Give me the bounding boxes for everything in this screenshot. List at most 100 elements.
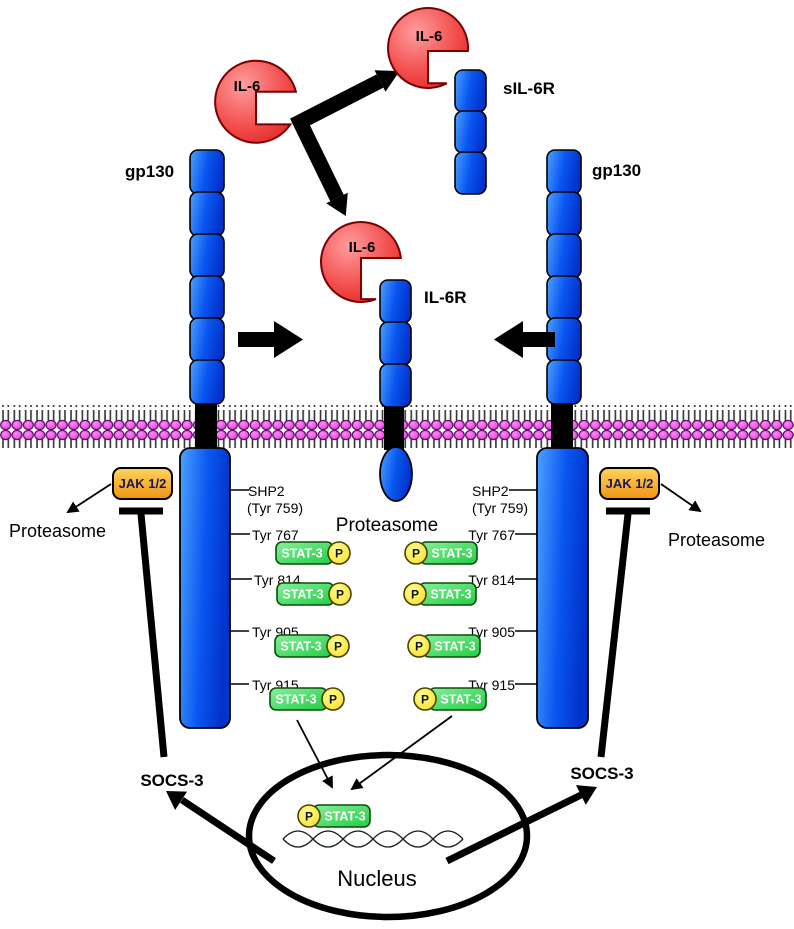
il6r-receptor: IL-6R	[379, 279, 467, 502]
site-label-shp2: SHP2	[248, 483, 285, 499]
phospho-label: P	[415, 640, 423, 654]
site-label-shp2-tyr759: (Tyr 759)	[247, 500, 303, 516]
stat3-translocation-arrow-right	[350, 715, 453, 791]
stat3-label: STAT-3	[431, 547, 472, 561]
jak-right-degradation-arrow	[660, 483, 702, 513]
gp130-right-label: gp130	[592, 161, 641, 180]
stat3-label: STAT-3	[280, 640, 321, 654]
phospho-label: P	[412, 547, 420, 561]
phospho-label: P	[411, 588, 419, 602]
arrowhead-to-sil6r	[374, 70, 400, 92]
receptor-segment	[454, 110, 487, 154]
phospho-circle	[407, 634, 431, 658]
receptor-segment	[546, 233, 582, 279]
phospho-circle	[413, 687, 437, 711]
phospho-circle	[326, 634, 350, 658]
il6-ligand-bound-sil6r: IL-6	[387, 7, 469, 89]
stat3-complex-right-915: STAT-3 P	[413, 687, 487, 711]
receptor-segment	[189, 149, 225, 195]
gp130-left-cytoplasmic-domain	[179, 447, 231, 729]
il6-label: IL-6	[416, 28, 443, 45]
socs3-export-arrow-right	[445, 785, 597, 865]
site-label-tyr905: Tyr 905	[468, 624, 515, 640]
il6-label: IL-6	[349, 239, 376, 256]
dna-helix	[282, 830, 464, 848]
gp130-left: gp130	[125, 149, 231, 729]
il6r-transmembrane	[384, 404, 404, 450]
receptor-segment	[189, 359, 225, 405]
phospho-circle	[404, 541, 428, 565]
receptor-segment	[546, 359, 582, 405]
stat3-label: STAT-3	[434, 640, 475, 654]
stat3-label: STAT-3	[282, 588, 323, 602]
stat3-label: STAT-3	[281, 547, 322, 561]
site-label-tyr767: Tyr 767	[468, 527, 515, 543]
jak-left-label: JAK 1/2	[119, 476, 167, 491]
receptor-segment	[379, 321, 412, 366]
phospho-label: P	[336, 588, 344, 602]
proteasome-right-label: Proteasome	[668, 530, 765, 550]
receptor-segment	[189, 317, 225, 363]
phospho-circle	[297, 804, 321, 828]
phospho-circle	[403, 582, 427, 606]
il6-routing-arrow	[290, 70, 400, 216]
gp130-right-site-labels: SHP2 (Tyr 759) Tyr 767 Tyr 814 Tyr 905 T…	[468, 483, 537, 693]
gp130-left-transmembrane	[195, 404, 217, 450]
recruitment-arrow-right	[494, 321, 555, 358]
receptor-segment	[546, 149, 582, 195]
receptor-segment	[379, 279, 412, 324]
socs3-export-arrow-left	[166, 791, 276, 864]
sil6r-label: sIL-6R	[503, 79, 555, 98]
arrowhead-to-il6r	[326, 192, 348, 216]
phospho-label: P	[421, 693, 429, 707]
stat3-label: STAT-3	[430, 588, 471, 602]
stat3-complex-left-814: STAT-3 P	[276, 582, 352, 606]
site-label-tyr814: Tyr 814	[468, 572, 515, 588]
jak-left-degradation-arrow	[66, 483, 112, 514]
proteasome-center-label: Proteasome	[336, 515, 438, 536]
il6r-label: IL-6R	[424, 288, 467, 307]
receptor-segment	[546, 191, 582, 237]
socs3-inhibition-right	[597, 507, 650, 758]
stat3-translocation-arrow-left	[296, 719, 333, 789]
gp130-left-label: gp130	[125, 162, 174, 181]
receptor-segment	[189, 191, 225, 237]
socs3-right-label: SOCS-3	[570, 764, 633, 783]
phospho-circle	[327, 541, 351, 565]
il6-label: IL-6	[234, 78, 261, 95]
jak-left: JAK 1/2	[112, 467, 173, 500]
il6r-cytoplasmic-tail	[379, 446, 413, 502]
site-label-tyr767: Tyr 767	[252, 527, 299, 543]
receptor-segment	[454, 151, 487, 195]
recruitment-arrow-left	[238, 321, 303, 358]
phospho-label: P	[329, 693, 337, 707]
stat3-complex-left-767: STAT-3 P	[275, 541, 351, 565]
nucleus-label: Nucleus	[337, 866, 416, 891]
stat3-complex-left-915: STAT-3 P	[269, 687, 345, 711]
il6-ligand-free: IL-6	[214, 59, 298, 144]
phospho-label: P	[334, 640, 342, 654]
receptor-segment	[189, 275, 225, 321]
site-label-shp2-tyr759: (Tyr 759)	[472, 500, 528, 516]
stat3-complex-right-767: STAT-3 P	[404, 541, 478, 565]
phospho-circle	[321, 687, 345, 711]
gp130-right: gp130	[536, 149, 641, 729]
stat3-label: STAT-3	[324, 810, 365, 824]
phospho-label: P	[335, 547, 343, 561]
receptor-segment	[189, 233, 225, 279]
proteasome-left-label: Proteasome	[9, 521, 106, 541]
receptor-segment	[379, 363, 412, 408]
stat3-complex-right-905: STAT-3 P	[407, 634, 481, 658]
socs3-inhibition-left	[119, 507, 168, 758]
stat3-label: STAT-3	[440, 693, 481, 707]
jak-right-label: JAK 1/2	[606, 476, 654, 491]
jak-right: JAK 1/2	[599, 467, 660, 500]
receptor-segment	[546, 275, 582, 321]
socs3-left-label: SOCS-3	[140, 771, 203, 790]
stat3-label: STAT-3	[275, 693, 316, 707]
stat3-complex-left-905: STAT-3 P	[274, 634, 350, 658]
il6-ligand-bound-il6r: IL-6	[320, 221, 402, 304]
nucleus: STAT-3 P Nucleus	[245, 751, 531, 921]
stat3-complex-nuclear: STAT-3 P	[297, 804, 371, 828]
sil6r-receptor: sIL-6R	[454, 69, 555, 195]
